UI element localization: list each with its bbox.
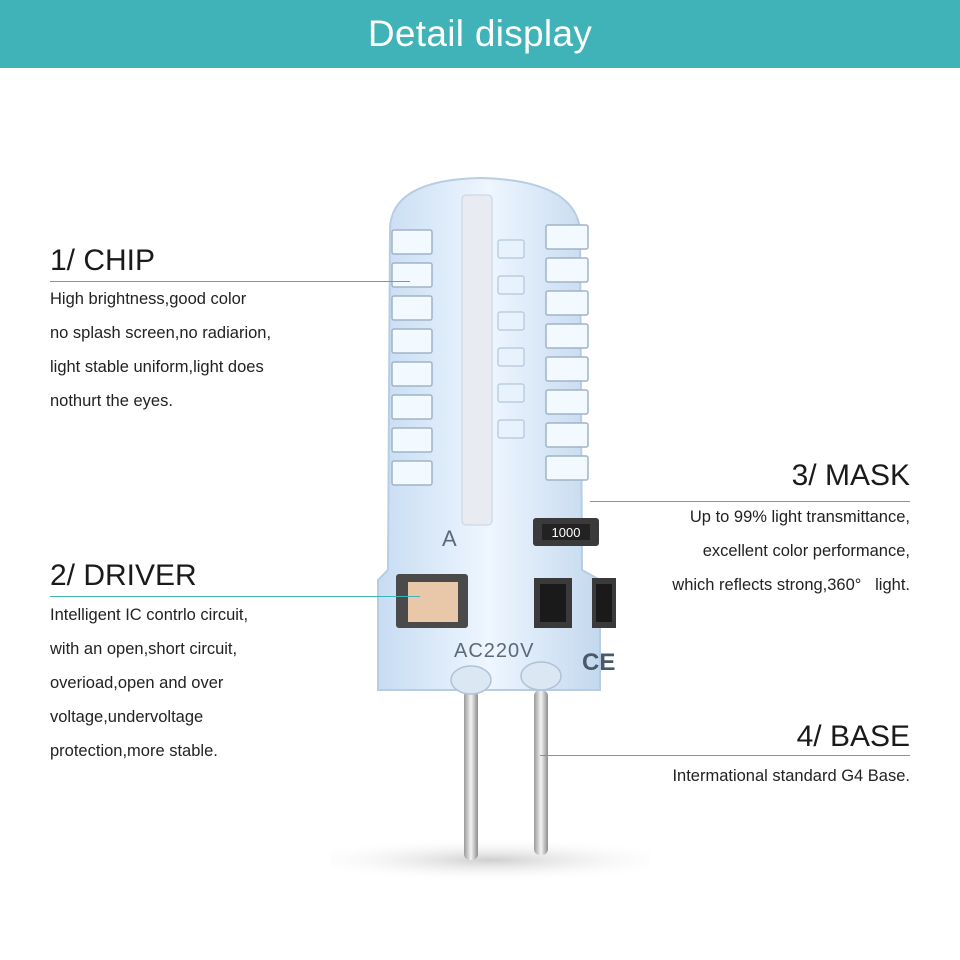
driver-desc-line-5: protection,more stable.: [50, 742, 218, 760]
socket-left: [450, 665, 492, 695]
driver-desc-line-2: with an open,short circuit,: [50, 640, 238, 658]
driver-leader-line: [50, 596, 420, 597]
base-leader-line: [540, 755, 910, 756]
body-marking: A: [442, 526, 457, 551]
led-column-right: [545, 224, 589, 481]
voltage-marking: AC220V: [454, 640, 535, 662]
page-title: Detail display: [367, 13, 593, 54]
pin-right: [534, 690, 548, 855]
pin-left: [464, 690, 478, 860]
driver-desc-line-3: overioad,open and over: [50, 674, 224, 692]
inner-pcb: [461, 194, 493, 526]
header-banner: Detail display: [0, 0, 960, 68]
g4-led-bulb-image: 1000 A AC220V CE: [330, 176, 650, 882]
mask-desc-line-1: Up to 99% light transmittance,: [689, 508, 910, 526]
mask-title: 3/ MASK: [791, 459, 910, 492]
resistor-marking: 1000: [552, 525, 581, 540]
driver-desc-line-1: Intelligent IC contrlo circuit,: [50, 606, 249, 624]
mask-leader-line: [590, 501, 910, 502]
chip-leader-line: [50, 281, 410, 282]
chip-desc-line-3: light stable uniform,light does: [50, 358, 264, 376]
led-column-center: [497, 239, 525, 439]
led-column-left: [391, 229, 433, 486]
base-title: 4/ BASE: [796, 720, 910, 753]
mask-desc-line-2: excellent color performance,: [702, 542, 910, 560]
chip-title: 1/ CHIP: [50, 244, 156, 277]
driver-desc-line-4: voltage,undervoltage: [50, 708, 204, 726]
chip-desc-line-4: nothurt the eyes.: [50, 392, 173, 410]
ce-mark: CE: [582, 649, 615, 676]
chip-desc-line-1: High brightness,good color: [50, 290, 247, 308]
base-desc-line-1: Intermational standard G4 Base.: [672, 767, 910, 785]
chip-desc-line-2: no splash screen,no radiarion,: [50, 324, 272, 342]
floor-shadow: [330, 838, 650, 882]
mask-desc-line-3: which reflects strong,360° light.: [672, 576, 910, 594]
socket-right: [520, 661, 562, 691]
driver-title: 2/ DRIVER: [50, 559, 197, 592]
